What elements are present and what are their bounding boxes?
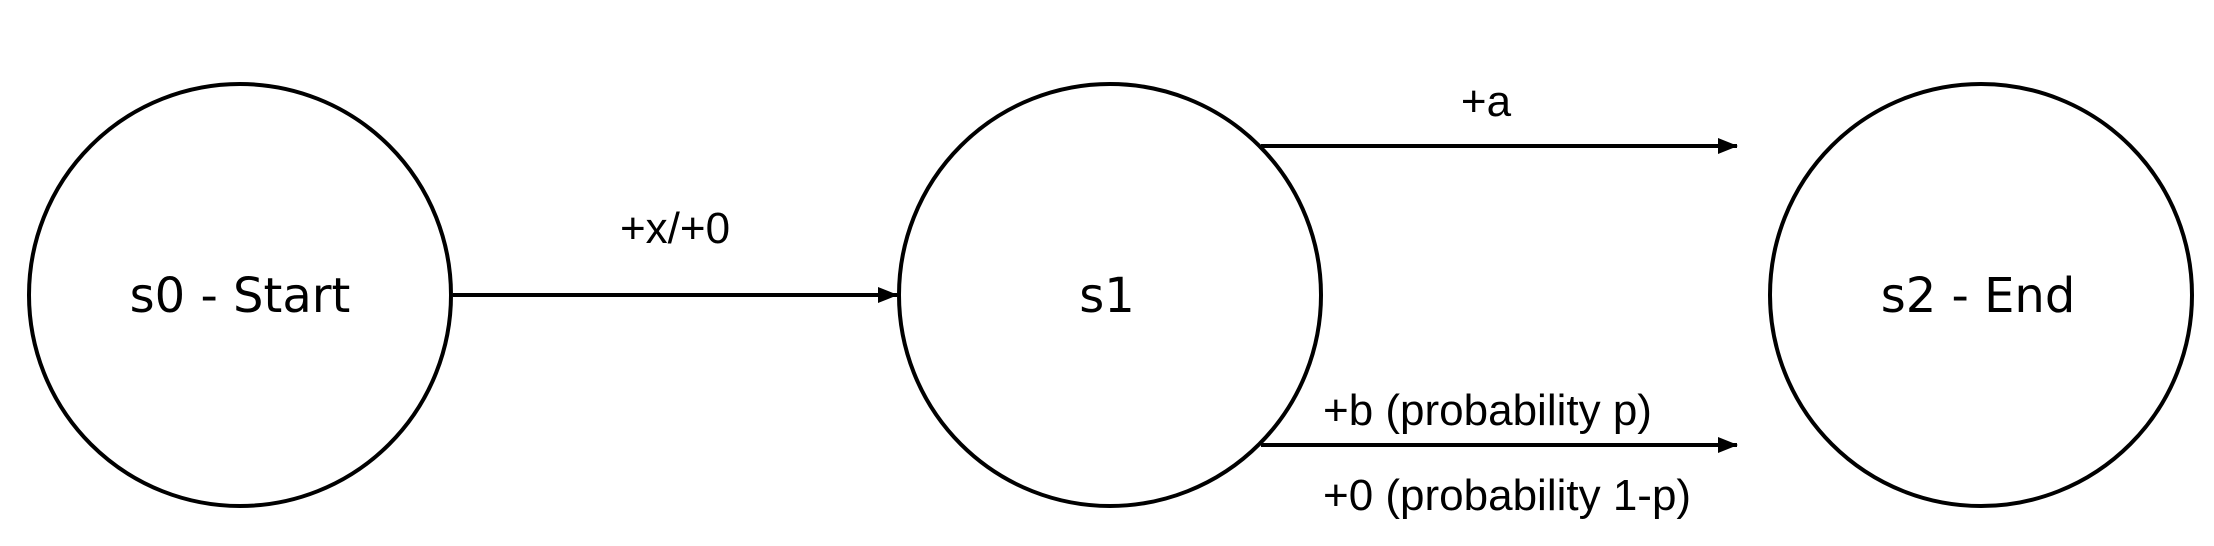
node-circle — [1768, 82, 2194, 508]
edge-s1-s2-bottom: +b (probability p) +0 (probability 1-p) — [1261, 386, 1738, 520]
node-s1: s1 — [897, 82, 1323, 508]
edge-label-below: +0 (probability 1-p) — [1323, 471, 1691, 520]
edge-label: +a — [1461, 77, 1512, 126]
node-circle — [897, 82, 1323, 508]
node-label: s0 - Start — [130, 268, 351, 324]
node-s0: s0 - Start — [27, 82, 453, 508]
node-label: s1 — [1079, 268, 1135, 324]
node-s2: s2 - End — [1768, 82, 2194, 508]
edge-label-above: +b (probability p) — [1323, 386, 1652, 435]
edge-label: +x/+0 — [620, 204, 730, 253]
edge-s0-s1: +x/+0 — [453, 204, 898, 303]
node-label: s2 - End — [1881, 268, 2076, 324]
edge-s1-s2-top: +a — [1261, 77, 1738, 154]
node-circle — [27, 82, 453, 508]
